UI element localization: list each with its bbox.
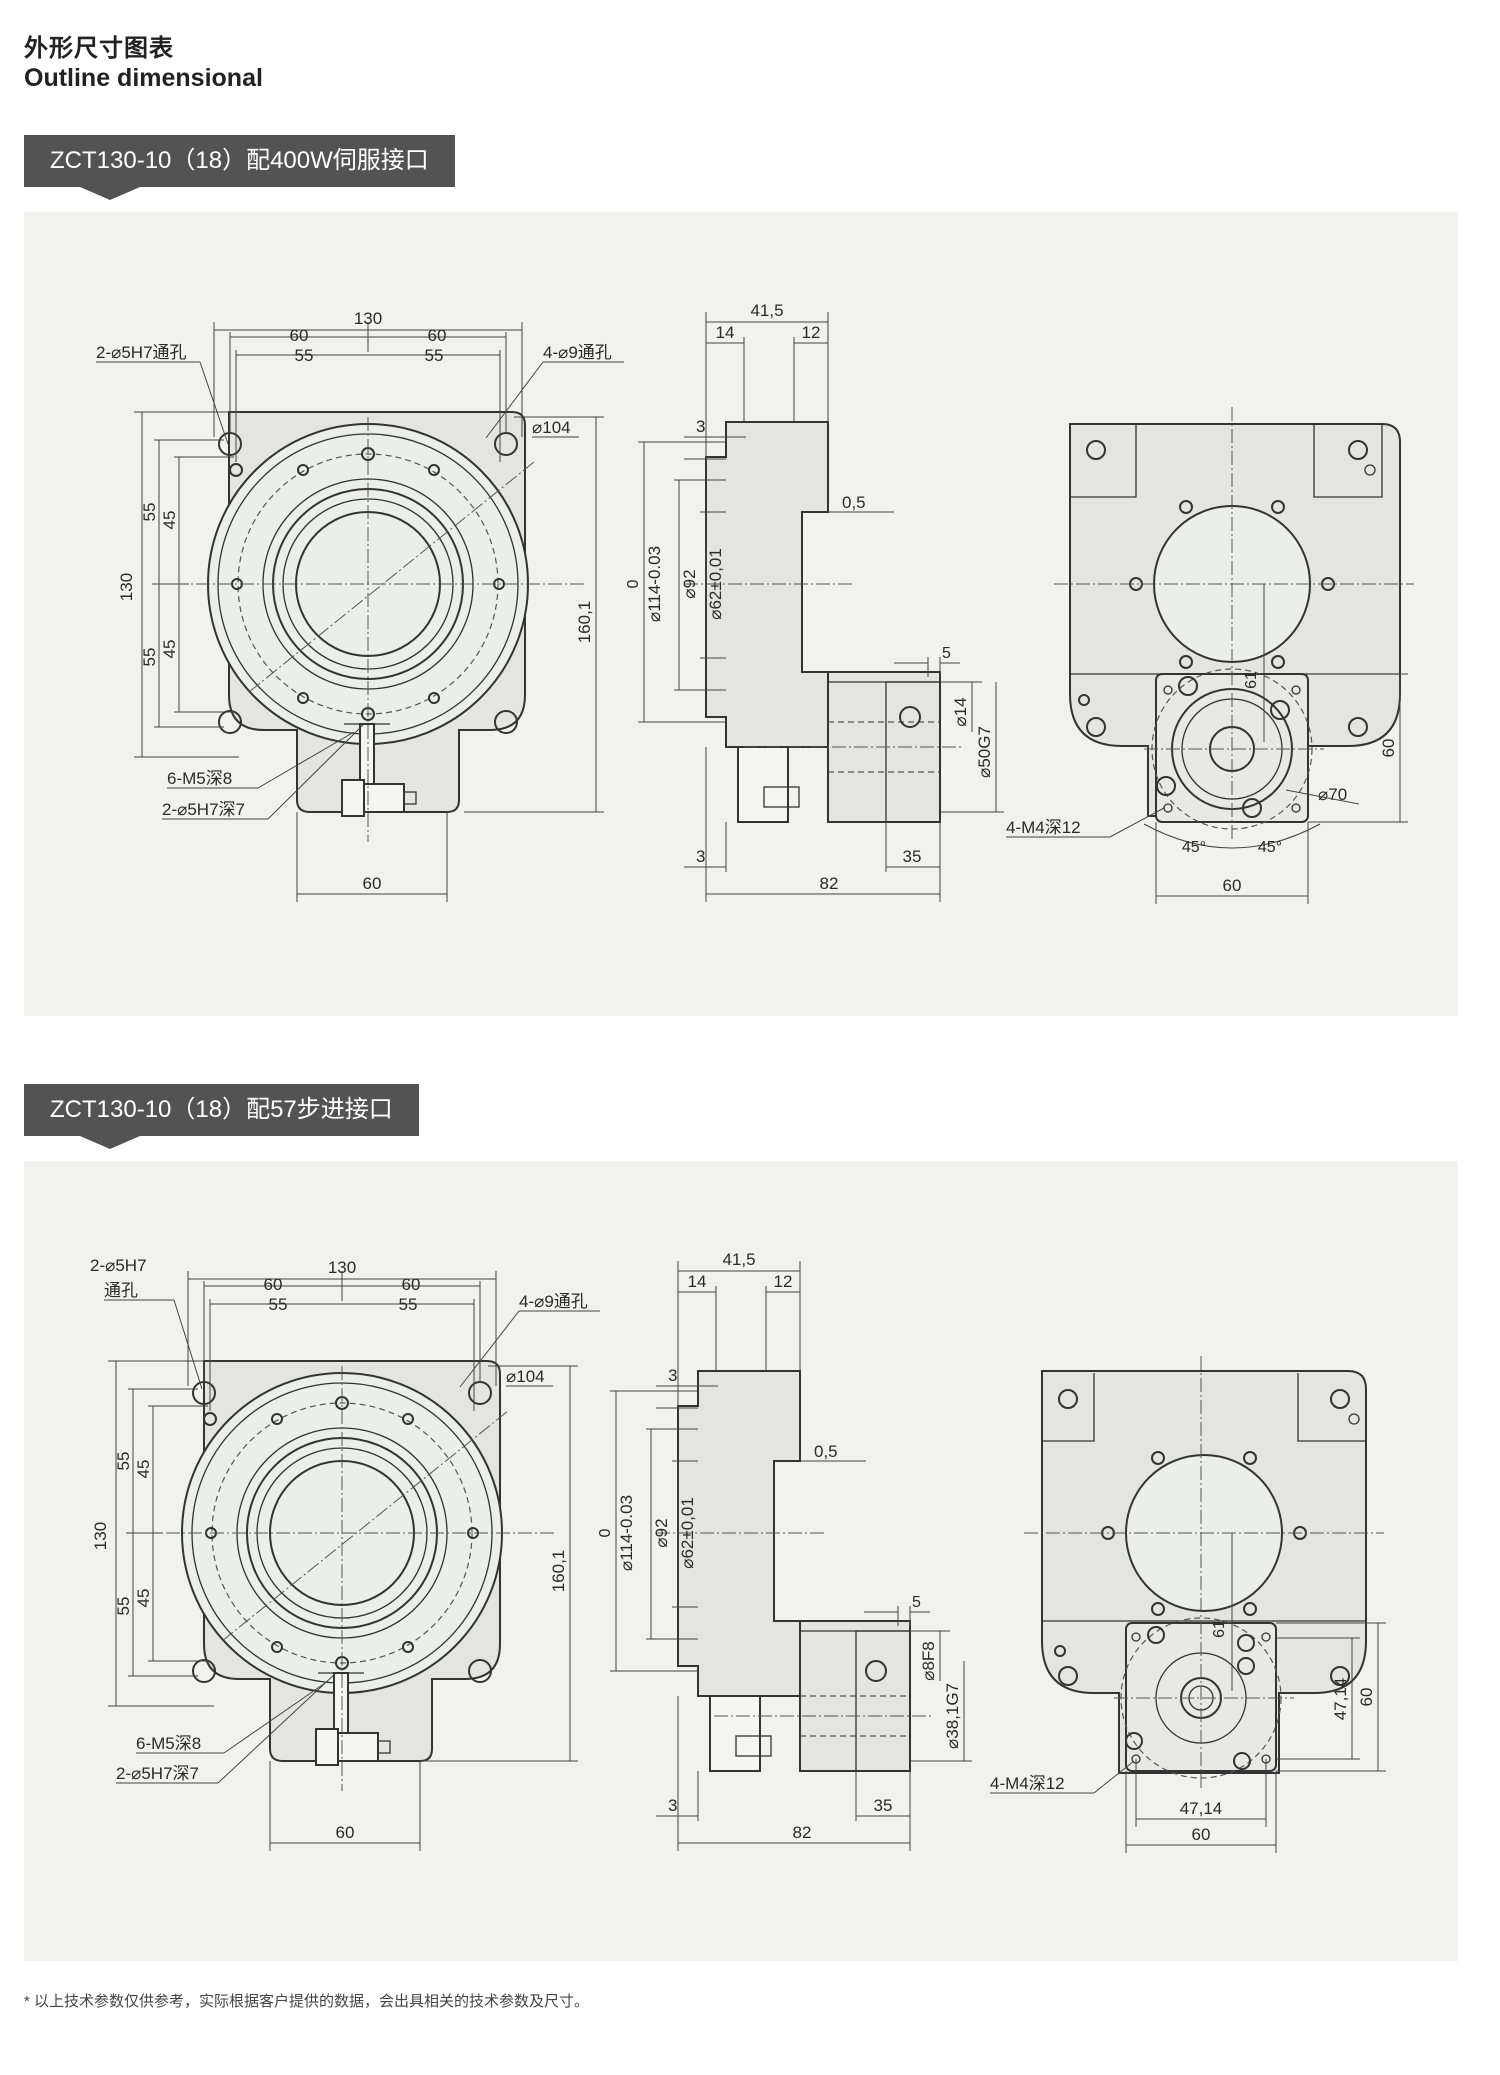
s1f-w55a: 55: [295, 346, 314, 365]
s1f-pcd: ⌀104: [532, 418, 571, 437]
s1s-b35: 35: [903, 847, 922, 866]
s2b-w4714: 47,14: [1180, 1799, 1223, 1818]
s2s-d38: ⌀38,1G7: [943, 1683, 962, 1749]
s2s-d3: 3: [668, 1366, 677, 1385]
s1s-d92: ⌀92: [680, 569, 699, 598]
s2f-hole-right: 4-⌀9通孔: [519, 1292, 588, 1311]
s1f-hole-left: 2-⌀5H7通孔: [96, 343, 187, 362]
header-title-cn: 外形尺寸图表: [24, 35, 174, 62]
s2s-d5: 5: [912, 1594, 921, 1611]
s1s-w14: 14: [716, 323, 735, 342]
s1s-d50: ⌀50G7: [975, 726, 994, 778]
s1s-w12: 12: [802, 323, 821, 342]
s2s-b35: 35: [874, 1796, 893, 1815]
s1s-d3: 3: [696, 417, 705, 436]
s2s-d92: ⌀92: [652, 1518, 671, 1547]
s2f-hole-left-2: 通孔: [104, 1281, 138, 1300]
s2f-h160: 160,1: [549, 1550, 568, 1593]
s2s-b82: 82: [793, 1823, 812, 1842]
footnote: * 以上技术参数仅供参考，实际根据客户提供的数据，会出具相关的技术参数及尺寸。: [24, 1993, 590, 2010]
s2f-h55b: 55: [114, 1597, 133, 1616]
s1f-w60a: 60: [290, 326, 309, 345]
s2s-d05: 0,5: [814, 1442, 838, 1461]
s2s-d0: 0: [597, 1528, 614, 1537]
s1b-w60: 60: [1223, 876, 1242, 895]
s2s-b3: 3: [668, 1796, 677, 1815]
s2f-w60a: 60: [264, 1275, 283, 1294]
s2b-m4: 4-M4深12: [990, 1774, 1065, 1793]
s2-back-view: 61 47,14 60 4-M4深12 47,14 60: [990, 1356, 1386, 1853]
s2b-h60: 60: [1357, 1688, 1376, 1707]
s2s-w12: 12: [774, 1272, 793, 1291]
s1f-hole-right: 4-⌀9通孔: [543, 343, 612, 362]
s1f-w130: 130: [354, 309, 382, 328]
s1b-h60: 60: [1379, 739, 1398, 758]
s1f-w55b: 55: [425, 346, 444, 365]
s2f-h55a: 55: [114, 1452, 133, 1471]
s2b-w60: 60: [1192, 1825, 1211, 1844]
s1f-h55b: 55: [140, 648, 159, 667]
s1s-b3: 3: [696, 847, 705, 866]
s1s-d114: ⌀114-0.03: [645, 546, 664, 622]
s2f-pin: 2-⌀5H7深7: [116, 1764, 199, 1783]
s2f-m5: 6-M5深8: [136, 1734, 201, 1753]
s1b-h61: 61: [1243, 671, 1260, 689]
s2f-h130: 130: [91, 1522, 110, 1550]
s1b-m4: 4-M4深12: [1006, 818, 1081, 837]
s2s-w14: 14: [688, 1272, 707, 1291]
s2s-d114: ⌀114-0.03: [617, 1495, 636, 1571]
s1f-h55a: 55: [140, 503, 159, 522]
s1s-d05: 0,5: [842, 493, 866, 512]
s1-back-view: 61 60 ⌀70 4-M4深12 45° 45° 60: [1006, 407, 1414, 904]
s1f-h45b: 45: [160, 640, 179, 659]
s2f-w55b: 55: [399, 1295, 418, 1314]
s2s-w415: 41,5: [722, 1250, 755, 1269]
s1f-base60: 60: [363, 874, 382, 893]
s2f-w130: 130: [328, 1258, 356, 1277]
s1f-h130: 130: [117, 573, 136, 601]
s1s-d5: 5: [942, 645, 951, 662]
s1s-d14: ⌀14: [951, 697, 970, 726]
s2b-h4714: 47,14: [1331, 1678, 1350, 1721]
s2f-w60b: 60: [402, 1275, 421, 1294]
s1f-w60b: 60: [428, 326, 447, 345]
s1b-d70: ⌀70: [1318, 785, 1347, 804]
section2-drawing: 130 60 60 55 55 2-⌀5H7 通孔 4-⌀9通孔 ⌀104 13…: [90, 1250, 1386, 1853]
s2f-pcd: ⌀104: [506, 1367, 545, 1386]
s2s-d8: ⌀8F8: [919, 1641, 938, 1681]
s2b-h61: 61: [1211, 1620, 1228, 1638]
section1-tab: ZCT130-10（18）配400W伺服接口: [24, 135, 455, 200]
s2f-base60: 60: [336, 1823, 355, 1842]
s1s-w415: 41,5: [750, 301, 783, 320]
header-title-en: Outline dimensional: [24, 64, 263, 92]
s1s-d0: 0: [625, 579, 642, 588]
s1f-pin: 2-⌀5H7深7: [162, 800, 245, 819]
section1-drawing-panel: 130 60 60 55 55 2-⌀5H7通孔 4-⌀9通孔 ⌀104 130…: [24, 212, 1458, 1016]
section2-drawing-panel: 130 60 60 55 55 2-⌀5H7 通孔 4-⌀9通孔 ⌀104 13…: [24, 1161, 1458, 1961]
s2-side-view: 41,5 14 12 3 0,5 0 ⌀114-0.03 ⌀92 ⌀62±0,0…: [597, 1250, 972, 1851]
s2f-h45a: 45: [134, 1460, 153, 1479]
s1f-m5: 6-M5深8: [167, 769, 232, 788]
s1-front-view: 130 60 60 55 55 2-⌀5H7通孔 4-⌀9通孔 ⌀104 130…: [96, 309, 624, 902]
s1s-d62: ⌀62±0,01: [706, 548, 725, 620]
s1f-h160: 160,1: [575, 601, 594, 644]
s2f-h45b: 45: [134, 1589, 153, 1608]
s2s-d62: ⌀62±0,01: [678, 1497, 697, 1569]
s1s-b82: 82: [820, 874, 839, 893]
s2-front-view: 130 60 60 55 55 2-⌀5H7 通孔 4-⌀9通孔 ⌀104 13…: [90, 1256, 600, 1851]
s1b-a2: 45°: [1258, 839, 1282, 856]
s1-side-view: 41,5 14 12 3 0,5 0 ⌀114-0.03 ⌀92 ⌀62±0,0…: [625, 301, 1004, 902]
section1-drawing: 130 60 60 55 55 2-⌀5H7通孔 4-⌀9通孔 ⌀104 130…: [96, 301, 1414, 904]
s2f-hole-left-1: 2-⌀5H7: [90, 1256, 147, 1275]
s1f-h45a: 45: [160, 511, 179, 530]
s1b-a1: 45°: [1182, 839, 1206, 856]
s2f-w55a: 55: [269, 1295, 288, 1314]
section2-tab: ZCT130-10（18）配57步进接口: [24, 1084, 419, 1149]
